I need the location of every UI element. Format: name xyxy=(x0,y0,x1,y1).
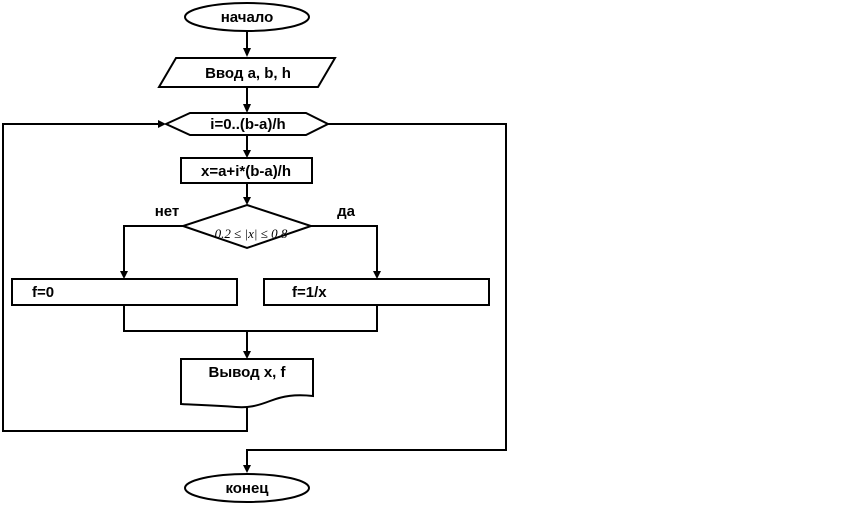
loop-label: i=0..(b-a)/h xyxy=(210,116,285,133)
f-zero-node: f=0 xyxy=(11,278,238,306)
arrow-to-end xyxy=(243,465,251,473)
start-node: начало xyxy=(184,2,310,32)
end-label: конец xyxy=(225,480,269,497)
compute-x-node: x=a+i*(b-a)/h xyxy=(180,157,313,184)
branch-yes-label: да xyxy=(337,203,356,220)
input-label: Ввод a, b, h xyxy=(205,65,291,82)
output-label: Вывод x, f xyxy=(209,364,287,381)
start-label: начало xyxy=(221,9,274,26)
f-zero-label: f=0 xyxy=(32,284,54,301)
condition-label: 0.2 ≤ |x| ≤ 0.8 xyxy=(215,226,288,241)
arrow-to-decision xyxy=(243,197,251,205)
branch-no-label: нет xyxy=(155,203,180,220)
decision-node: 0.2 ≤ |x| ≤ 0.8 xyxy=(179,203,315,250)
arrow-to-output xyxy=(243,351,251,359)
loop-node: i=0..(b-a)/h xyxy=(163,112,331,136)
connector-loop-exit xyxy=(246,123,507,465)
f-recip-label: f=1/x xyxy=(292,284,327,301)
input-node: Ввод a, b, h xyxy=(157,57,337,88)
arrow-to-input xyxy=(243,48,251,57)
output-node: Вывод x, f xyxy=(180,358,314,409)
arrow-to-f-recip xyxy=(373,271,381,279)
f-recip-node: f=1/x xyxy=(263,278,490,306)
connector-no-branch xyxy=(123,225,183,272)
end-node: конец xyxy=(184,473,310,503)
connector-merge xyxy=(123,305,378,332)
connector-yes-branch xyxy=(311,225,378,272)
compute-x-label: x=a+i*(b-a)/h xyxy=(201,163,291,180)
arrow-to-compute xyxy=(243,150,251,158)
arrow-to-f-zero xyxy=(120,271,128,279)
connector-loop-back xyxy=(2,123,248,432)
arrow-to-loop xyxy=(243,104,251,113)
arrow-loop-back xyxy=(158,120,166,128)
